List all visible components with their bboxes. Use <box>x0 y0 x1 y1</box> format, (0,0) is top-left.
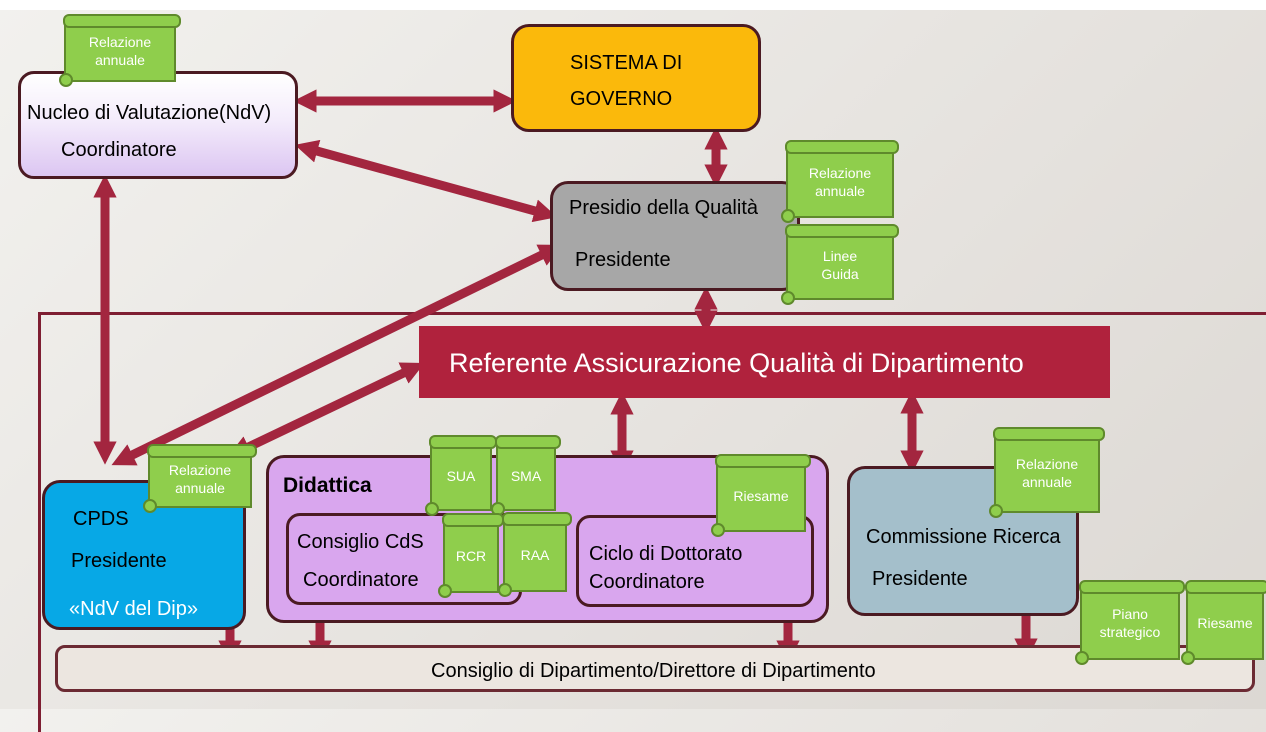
rcr-document: RCR <box>438 513 504 598</box>
sistema-governo-box: SISTEMA DI GOVERNO <box>511 24 761 132</box>
dottorato-riesame-document: Riesame <box>711 454 811 537</box>
referente-box: Referente Assicurazione Qualità di Dipar… <box>419 326 1110 398</box>
department-frame <box>38 312 1266 732</box>
cpds-note: «NdV del Dip» <box>69 598 198 620</box>
presidio-box: Presidio della Qualità Presidente <box>550 181 800 291</box>
dottorato-role: Coordinatore <box>589 571 705 593</box>
presidio-role: Presidente <box>575 249 671 271</box>
referente-title: Referente Assicurazione Qualità di Dipar… <box>449 348 1024 378</box>
arrow-referente-cpds <box>227 362 425 458</box>
ndv-title: Nucleo di Valutazione(NdV) <box>27 102 272 124</box>
sua-document: SUA <box>425 435 497 516</box>
sma-document: SMA <box>491 435 561 516</box>
ricerca-riesame-document: Riesame <box>1181 580 1266 665</box>
consiglio-dipartimento-box: Consiglio di Dipartimento/Direttore di D… <box>55 645 1255 692</box>
dottorato-title: Ciclo di Dottorato <box>589 543 743 565</box>
cpds-title: CPDS <box>73 508 129 530</box>
presidio-title: Presidio della Qualità <box>569 197 758 219</box>
consiglio-title: Consiglio di Dipartimento/Direttore di D… <box>431 660 876 682</box>
arrow-ndv-presidio <box>294 139 558 223</box>
arrow-presidio-cpds <box>111 244 563 466</box>
top-strip <box>0 0 1266 10</box>
ndv-box: Nucleo di Valutazione(NdV) Coordinatore <box>18 71 298 179</box>
ricerca-title: Commissione Ricerca <box>866 526 1061 548</box>
didattica-title: Didattica <box>283 474 372 497</box>
cds-role: Coordinatore <box>303 569 419 591</box>
raa-document: RAA <box>498 512 572 597</box>
cds-title: Consiglio CdS <box>297 531 424 553</box>
ricerca-role: Presidente <box>872 568 968 590</box>
ndv-role: Coordinatore <box>61 139 177 161</box>
sistema-line1: SISTEMA DI <box>570 52 683 74</box>
cpds-role: Presidente <box>71 550 167 572</box>
sistema-line2: GOVERNO <box>570 88 673 110</box>
